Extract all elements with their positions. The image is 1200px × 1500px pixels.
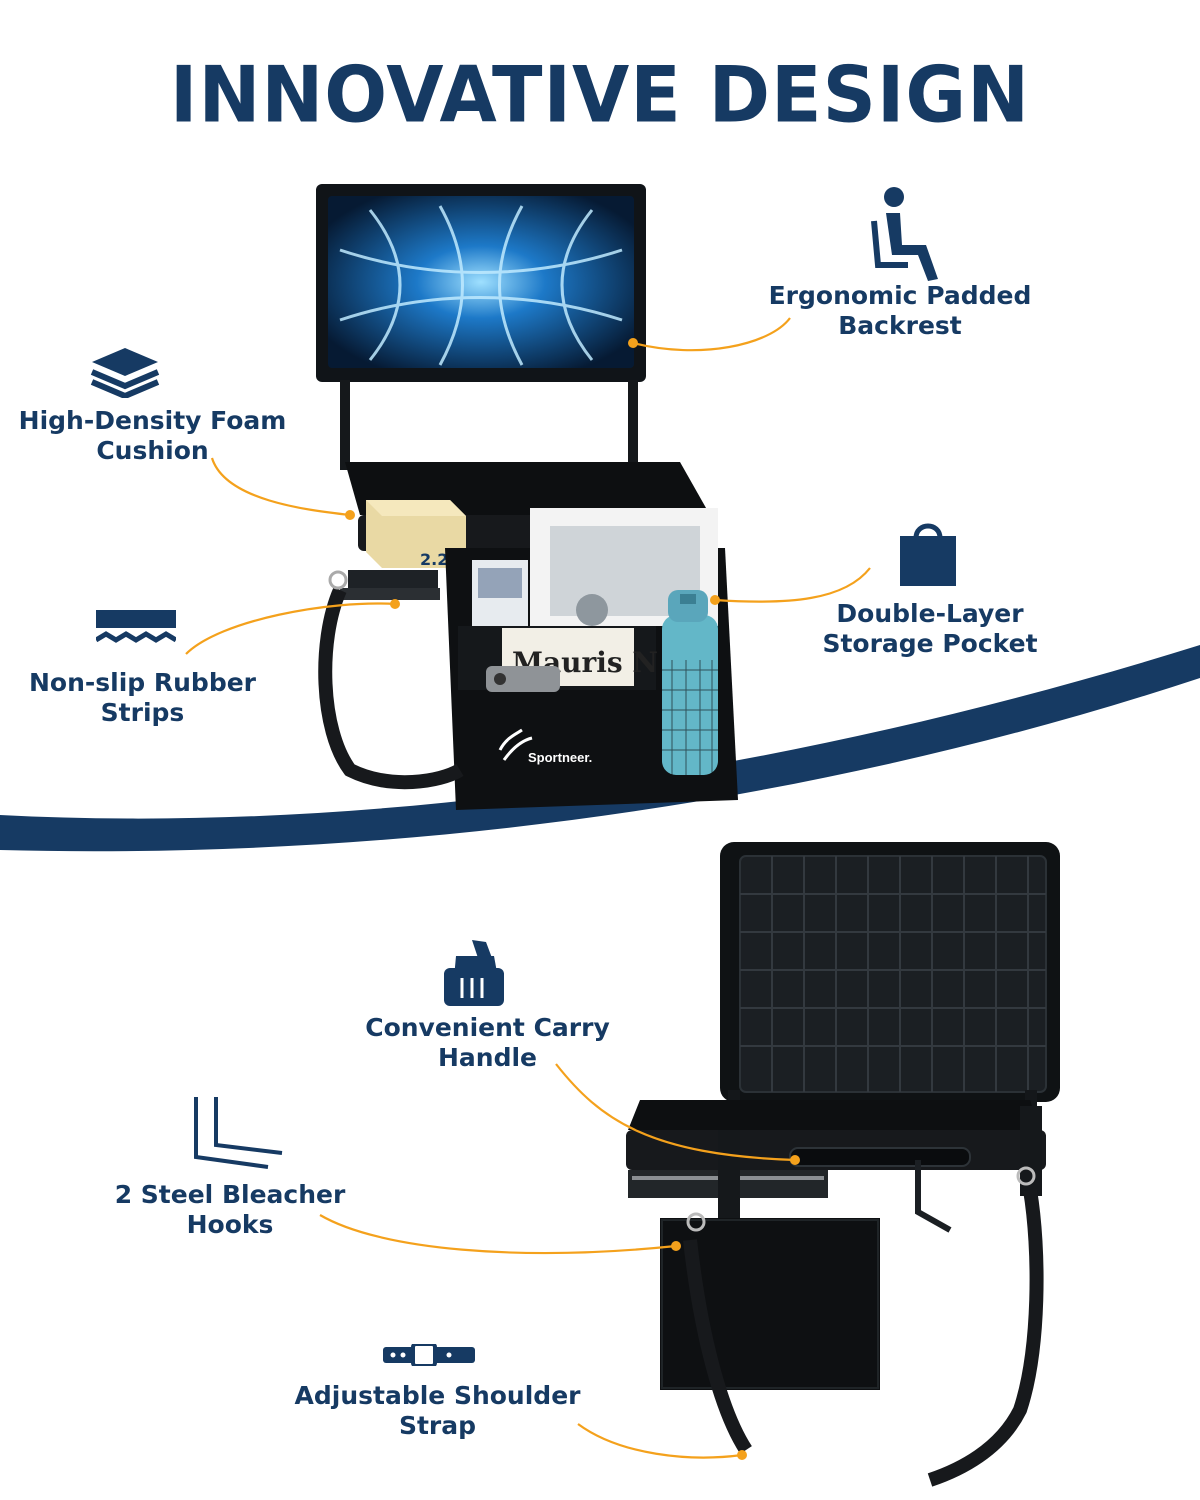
feature-label-rubber-strips: Non-slip Rubber Strips bbox=[28, 668, 256, 727]
page-title: INNOVATIVE DESIGN bbox=[169, 49, 1031, 141]
brand-logo-text: Sportneer. bbox=[528, 750, 592, 765]
feature-label-carry-handle: Convenient Carry Handle bbox=[365, 1013, 610, 1072]
belt-icon bbox=[383, 1344, 475, 1366]
feature-label-bleacher-hooks: 2 Steel Bleacher Hooks bbox=[114, 1180, 346, 1239]
seated-person-icon bbox=[868, 185, 944, 283]
product-image-front: 2.2" Mauris N Sportneer. bbox=[316, 184, 738, 810]
product-image-back bbox=[626, 842, 1060, 1487]
wavy-strip-icon bbox=[96, 610, 176, 654]
layers-icon bbox=[90, 346, 160, 398]
feature-label-shoulder-strap: Adjustable Shoulder Strap bbox=[294, 1381, 581, 1440]
feature-label-backrest: Ergonomic Padded Backrest bbox=[768, 281, 1032, 340]
feature-label-foam-cushion: High-Density Foam Cushion bbox=[18, 406, 287, 465]
l-hooks-icon bbox=[188, 1095, 284, 1169]
feature-label-storage-pocket: Double-Layer Storage Pocket bbox=[822, 599, 1038, 658]
hand-grip-icon bbox=[442, 938, 506, 1008]
section-divider-swoosh bbox=[0, 645, 1200, 852]
shopping-bag-icon bbox=[898, 520, 958, 588]
